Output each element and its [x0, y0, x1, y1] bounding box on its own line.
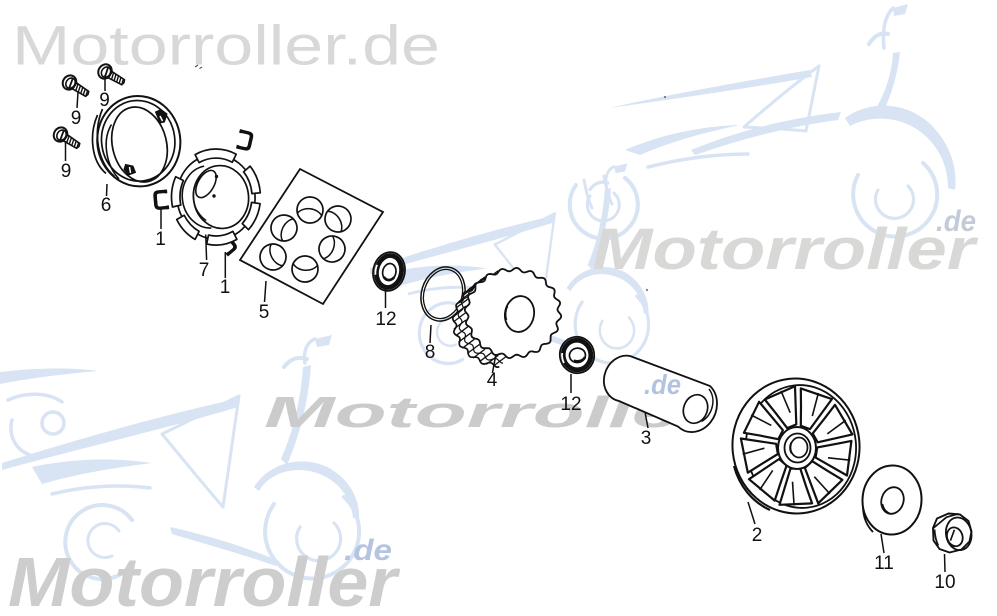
- svg-text:9: 9: [71, 108, 82, 129]
- svg-text:8: 8: [425, 342, 436, 363]
- svg-text:3: 3: [641, 428, 652, 449]
- svg-text:7: 7: [199, 260, 210, 281]
- svg-text:1: 1: [220, 277, 231, 298]
- svg-text:1: 1: [155, 229, 166, 250]
- svg-text:11: 11: [874, 553, 894, 574]
- svg-text:12: 12: [375, 309, 396, 330]
- svg-text:5: 5: [259, 302, 270, 323]
- svg-text:2: 2: [752, 525, 763, 546]
- svg-text:Motorroller.de: Motorroller.de: [12, 14, 440, 77]
- svg-text:.de: .de: [644, 369, 681, 400]
- svg-text:12: 12: [560, 394, 581, 415]
- svg-text:6: 6: [101, 195, 112, 216]
- svg-text:4: 4: [487, 370, 498, 391]
- svg-text:9: 9: [61, 161, 72, 182]
- svg-text:9: 9: [99, 90, 110, 111]
- svg-text:.de: .de: [344, 534, 392, 567]
- svg-text:10: 10: [934, 572, 955, 593]
- svg-text:Motorroller: Motorroller: [8, 543, 401, 616]
- svg-text:Motorroller: Motorroller: [592, 217, 979, 282]
- svg-text:.de: .de: [936, 205, 976, 238]
